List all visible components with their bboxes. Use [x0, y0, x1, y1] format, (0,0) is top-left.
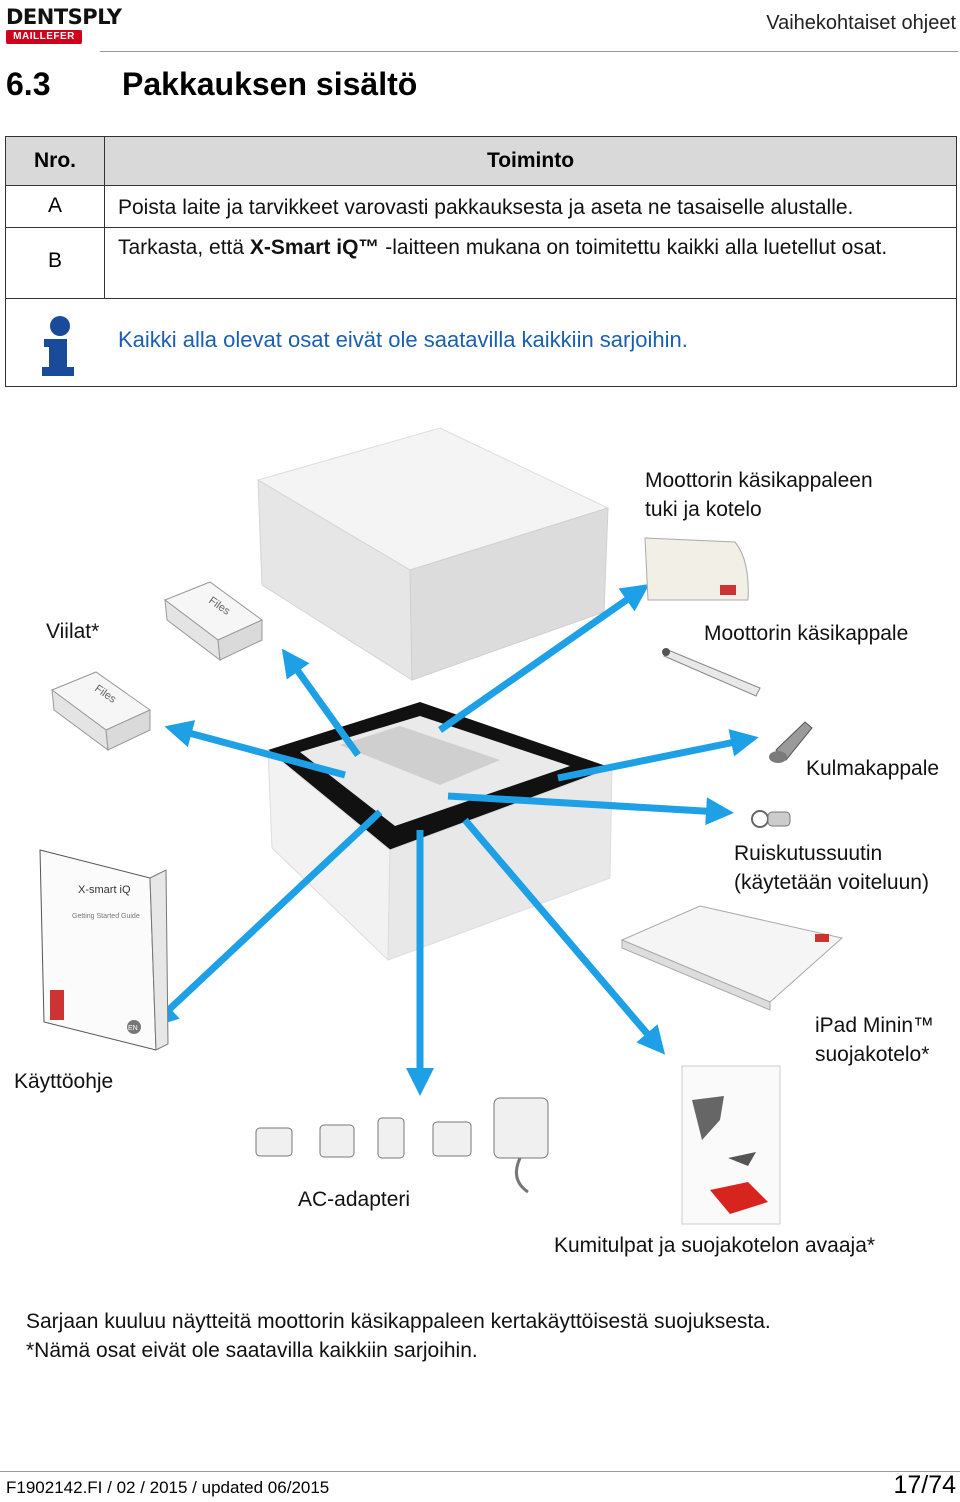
arrow-contra-angle: [557, 729, 759, 782]
manual-brand: X-smart iQ: [78, 884, 131, 896]
label-adapter: AC-adapteri: [298, 1188, 411, 1211]
arrow-files: [281, 648, 361, 758]
header-toiminto: Toiminto: [486, 149, 575, 172]
box-lid: [256, 427, 610, 681]
label-spray: Ruiskutussuutin (käytetään voiteluun): [734, 842, 929, 894]
arrow-ipad: [462, 817, 666, 1055]
label-manual: Käyttöohje: [14, 1070, 114, 1093]
ac-adapter-plugs: [255, 1097, 549, 1194]
footer-divider: [0, 1471, 960, 1472]
row-b-text: Tarkasta, että X-Smart iQ™ -laitteen muk…: [118, 236, 888, 259]
row-b-label: B: [47, 249, 62, 272]
row-a-text: Poista laite ja tarvikkeet varovasti pak…: [118, 196, 854, 219]
arrows: [149, 583, 759, 1096]
manual-subtitle: Getting Started Guide: [72, 913, 140, 920]
info-icon: [42, 316, 74, 376]
label-stand: Moottorin käsikappaleen tuki ja kotelo: [645, 469, 873, 521]
brand-logo-maillefer: MAILLEFER: [6, 30, 82, 44]
spray-nozzle: [751, 810, 791, 828]
label-handpiece: Moottorin käsikappale: [704, 622, 909, 645]
availability-note: Kaikki alla olevat osat eivät ole saatav…: [118, 327, 688, 352]
label-ipad: iPad Minin™ suojakotelo*: [815, 1014, 935, 1066]
user-manual: X-smart iQ Getting Started Guide EN: [39, 849, 169, 1051]
files-box-2: Files: [50, 671, 152, 752]
document-type: Vaihekohtaiset ohjeet: [766, 12, 956, 34]
handpiece-stand: [644, 537, 749, 601]
page-number: 17/74: [893, 1471, 956, 1499]
brand-logo-dentsply: DENTSPLY: [6, 5, 122, 29]
instructions-table: Nro. Toiminto A Poista laite ja tarvikke…: [5, 136, 957, 387]
section-title: Pakkauksen sisältö: [122, 66, 418, 102]
rubber-caps-card: [681, 1065, 781, 1225]
label-files: Viilat*: [46, 620, 100, 643]
box-tray: [267, 702, 613, 962]
document-reference: F1902142.FI / 02 / 2015 / updated 06/201…: [6, 1478, 330, 1497]
arrow-manual: [149, 809, 383, 1028]
table-header: [6, 137, 956, 186]
label-contra-angle: Kulmakappale: [806, 757, 940, 780]
manual-lang: EN: [128, 1025, 138, 1032]
label-caps: Kumitulpat ja suojakotelon avaaja*: [554, 1234, 876, 1257]
header-nro: Nro.: [34, 149, 76, 172]
arrow-handpiece: [437, 583, 650, 733]
ipad-case: [620, 905, 844, 1011]
package-contents-illustration: Files Files X-smart iQ Getting Started G…: [39, 427, 844, 1225]
contra-angle: [769, 721, 813, 763]
arrow-files-2: [164, 720, 346, 779]
motor-handpiece: [662, 648, 761, 697]
footnote: Sarjaan kuuluu näytteitä moottorin käsik…: [26, 1310, 771, 1362]
arrow-spray: [447, 792, 734, 826]
files-box-1: Files: [163, 581, 263, 662]
section-number: 6.3: [6, 66, 51, 102]
row-a-label: A: [47, 194, 62, 217]
header-divider: [100, 51, 958, 52]
